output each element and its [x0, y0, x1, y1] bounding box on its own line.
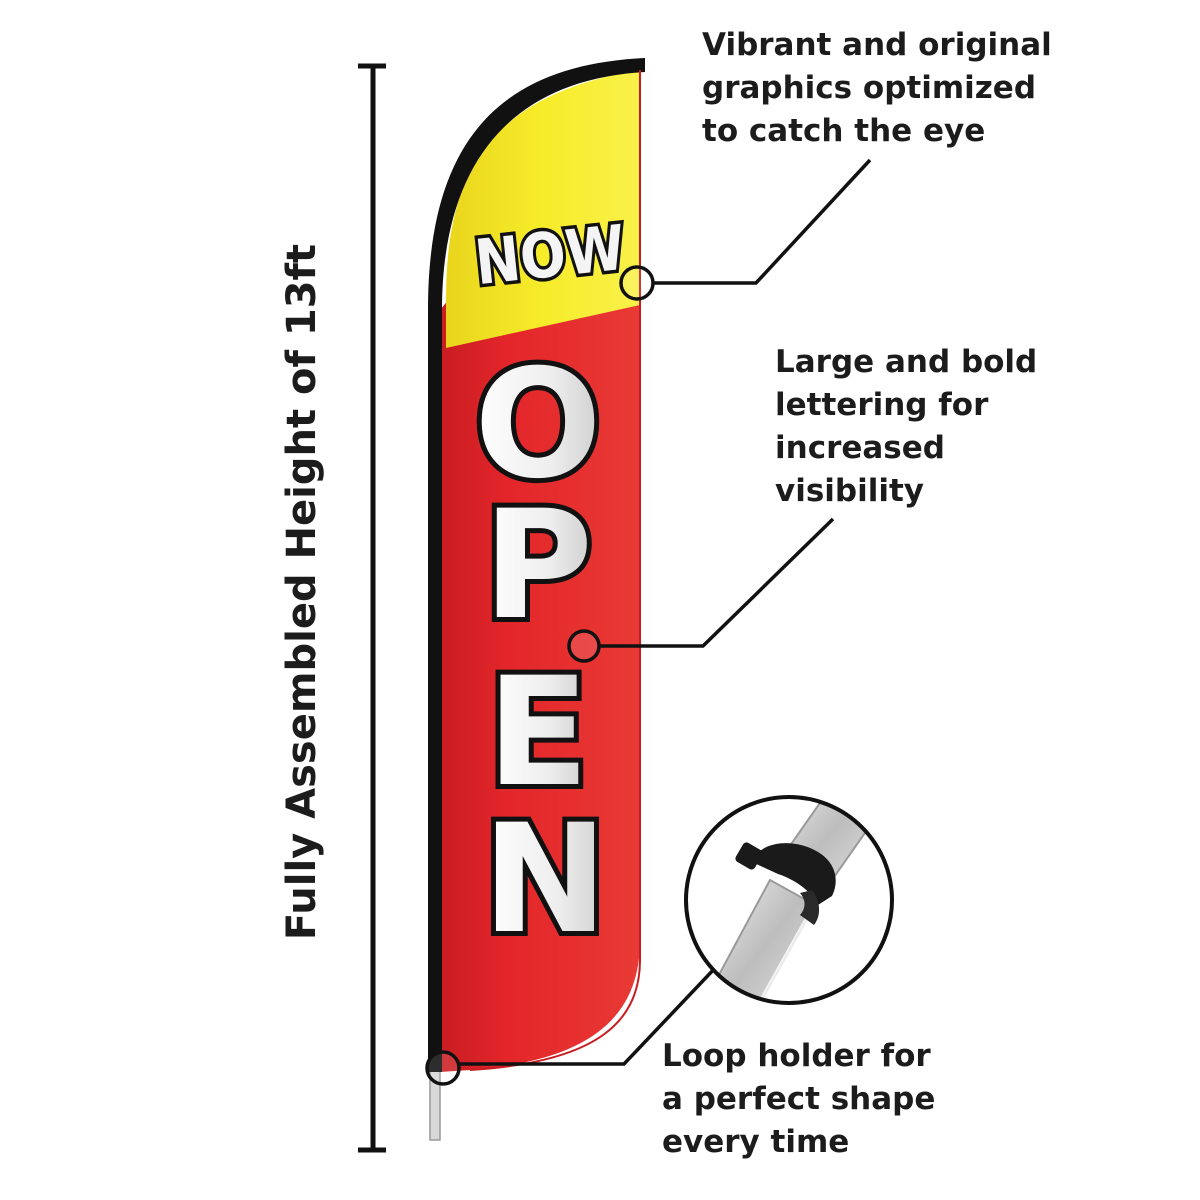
flag-letter-p: P [483, 479, 593, 653]
callout-2-leader [567, 517, 835, 663]
callout-line: every time [662, 1124, 850, 1160]
flag-letter-e: E [487, 646, 589, 820]
callout-line: increased [775, 430, 945, 466]
height-dimension-line [358, 63, 386, 1153]
flag-letter-n: N [482, 793, 608, 967]
callout-line: Vibrant and original [702, 27, 1052, 63]
callout-line: to catch the eye [702, 113, 986, 149]
feather-flag: NOW O P E N [428, 58, 645, 1072]
callout-line: lettering for [775, 387, 989, 423]
callout-line: a perfect shape [662, 1081, 936, 1117]
callout-line: Large and bold [775, 344, 1038, 380]
callout-bold-lettering: Large and bold lettering for increased v… [775, 341, 1037, 513]
loop-holder-detail-inset [684, 795, 894, 1005]
callout-line: Loop holder for [662, 1038, 931, 1074]
callout-line: visibility [775, 473, 925, 509]
callout-3-leader [425, 964, 719, 1086]
callout-line: graphics optimized [702, 70, 1037, 106]
callout-loop-holder: Loop holder for a perfect shape every ti… [662, 1035, 935, 1164]
callout-1-leader [619, 158, 872, 301]
flag-yellow-panel [446, 70, 640, 348]
height-label: Fully Assembled Height of 13ft [279, 243, 325, 941]
callout-vibrant-graphics: Vibrant and original graphics optimized … [702, 24, 1052, 153]
flag-letter-o: O [474, 338, 602, 512]
flag-word-now: NOW [472, 211, 629, 299]
flag-word-now-group: NOW [468, 207, 632, 302]
